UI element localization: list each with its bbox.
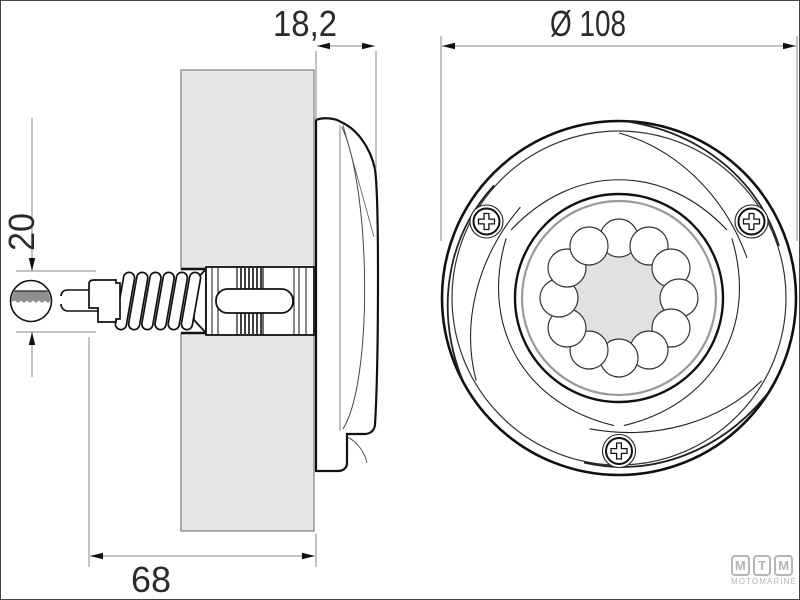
cable-cross-section <box>9 279 53 323</box>
cable <box>60 289 101 312</box>
panel-upper <box>180 69 315 270</box>
bezel-swirl <box>446 120 780 468</box>
mtm-logo: M T M MOTOMARINE <box>730 555 797 586</box>
section-view <box>9 69 380 532</box>
gland-threads <box>240 268 262 334</box>
dim-protrusion-label: 18,2 <box>273 3 337 44</box>
phillips-cross-icon <box>742 212 761 231</box>
phillips-cross-icon <box>477 212 496 231</box>
mtm-logo-subtitle: MOTOMARINE <box>731 577 797 586</box>
lens-center <box>574 253 664 343</box>
panel-lower <box>180 332 315 532</box>
arrowhead <box>442 42 455 50</box>
arrowhead <box>302 552 315 560</box>
led-circle <box>569 226 609 266</box>
bezel-screws <box>469 204 769 469</box>
front-view <box>440 119 798 477</box>
dimension-protrusion: 18,2 <box>273 3 377 169</box>
light-body-profile <box>314 117 380 473</box>
arrowhead <box>28 332 36 345</box>
logo-letter-box: M <box>730 555 750 576</box>
dim-depth-label: 68 <box>131 559 171 599</box>
arrowhead <box>317 42 330 50</box>
gland-cable-slot <box>215 288 294 314</box>
dim-hole-label: 20 <box>1 213 42 251</box>
dimension-hole: 20 <box>1 118 96 377</box>
cable-jacket-shading <box>11 291 51 303</box>
strain-relief-spring <box>114 271 202 331</box>
cable-gland <box>193 266 315 336</box>
logo-letter-box: T <box>752 555 772 576</box>
dimension-diameter: Ø 108 <box>440 3 798 241</box>
mtm-logo-letters: M T M <box>730 555 793 576</box>
arrowhead <box>90 552 103 560</box>
led-cluster <box>539 218 699 378</box>
screw-icon <box>734 204 769 239</box>
body-step-curve <box>346 436 368 464</box>
phillips-cross-icon <box>610 442 628 460</box>
arrowhead <box>783 42 796 50</box>
arrowhead <box>362 42 375 50</box>
spring-collar <box>88 279 121 323</box>
screw-icon <box>601 433 637 469</box>
light-body-outline <box>314 117 380 473</box>
screw-icon <box>469 204 504 239</box>
logo-letter-box: M <box>774 555 793 576</box>
arrowhead <box>28 258 36 271</box>
lens-dome-highlight <box>342 124 375 238</box>
dimension-depth: 68 <box>88 337 317 599</box>
dim-diameter-label: Ø 108 <box>550 3 626 44</box>
